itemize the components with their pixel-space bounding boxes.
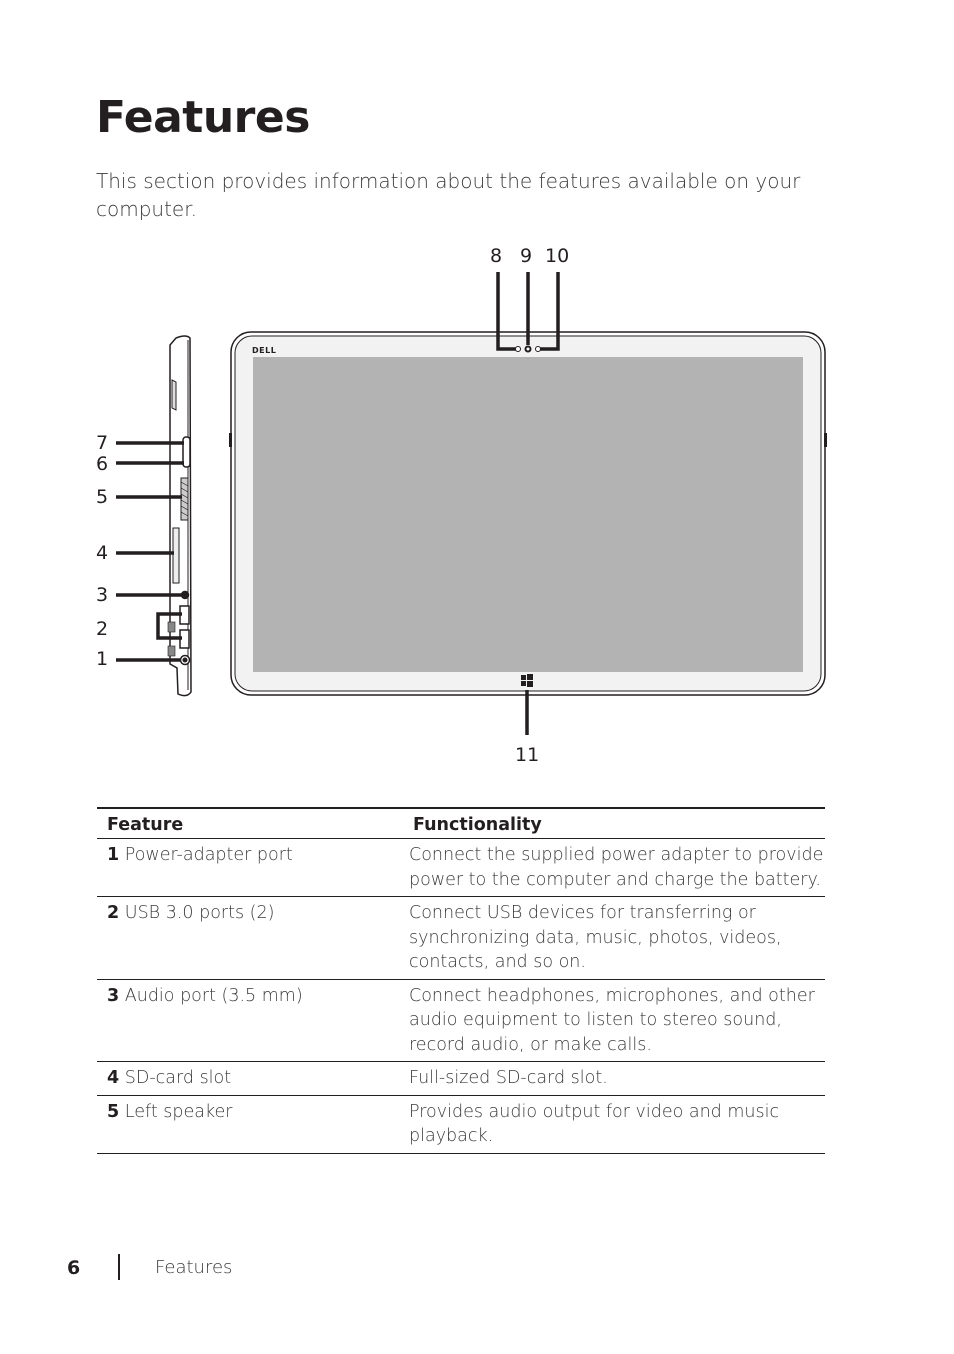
footer-section-label: Features: [155, 1257, 233, 1278]
feature-number: 5: [107, 1101, 120, 1122]
feature-cell: 5 Left speaker: [97, 1095, 403, 1154]
functionality-cell: Connect the supplied power adapter to pr…: [403, 838, 825, 897]
feature-number: 3: [107, 985, 120, 1006]
functionality-cell: Full-sized SD-card slot.: [403, 1061, 825, 1096]
table-row: 5 Left speaker Provides audio output for…: [97, 1095, 825, 1154]
functionality-cell: Connect USB devices for transferring or …: [403, 896, 825, 980]
callout-8: 8: [490, 245, 503, 267]
table-row: 1 Power-adapter port Connect the supplie…: [97, 838, 825, 897]
camera-status-light: [535, 346, 541, 352]
callout-11: 11: [515, 744, 540, 766]
display-screen: [253, 357, 803, 672]
feature-cell: 4 SD-card slot: [97, 1061, 403, 1096]
feature-name: USB 3.0 ports (2): [124, 903, 275, 923]
page-number: 6: [67, 1257, 81, 1279]
header-feature: Feature: [97, 807, 403, 839]
functionality-cell: Connect headphones, microphones, and oth…: [403, 979, 825, 1062]
footer-divider: [118, 1254, 120, 1280]
callout-2: 2: [96, 618, 109, 640]
callout-6: 6: [96, 453, 109, 475]
callout-5: 5: [96, 486, 109, 508]
header-functionality: Functionality: [403, 807, 825, 839]
feature-cell: 3 Audio port (3.5 mm): [97, 979, 403, 1062]
front-callout-lines: [496, 272, 560, 735]
windows-logo-icon: [521, 674, 533, 687]
callout-9: 9: [520, 245, 533, 267]
feature-cell: 1 Power-adapter port: [97, 838, 403, 897]
table-row: 3 Audio port (3.5 mm) Connect headphones…: [97, 979, 825, 1062]
functionality-cell: Provides audio output for video and musi…: [403, 1095, 825, 1154]
table-row: 4 SD-card slot Full-sized SD-card slot.: [97, 1061, 825, 1096]
device-figure: DELL 7 6 5 4 3 2 1 8 9 10 11: [96, 245, 827, 766]
features-table: Feature Functionality 1 Power-adapter po…: [97, 807, 825, 1154]
page-title: Features: [96, 92, 310, 143]
tablet-front-view: DELL: [229, 331, 827, 696]
callout-1: 1: [96, 648, 109, 670]
feature-name: Left speaker: [124, 1101, 233, 1122]
table-row: 2 USB 3.0 ports (2) Connect USB devices …: [97, 896, 825, 980]
feature-name: SD-card slot: [124, 1068, 232, 1088]
callout-7: 7: [96, 432, 109, 454]
feature-number: 1: [107, 845, 120, 865]
feature-cell: 2 USB 3.0 ports (2): [97, 896, 403, 980]
table-header-row: Feature Functionality: [97, 807, 825, 839]
feature-name: Audio port (3.5 mm): [124, 985, 303, 1006]
callout-4: 4: [96, 542, 109, 564]
tablet-side-view: [167, 335, 192, 697]
side-callout-lines: [116, 441, 184, 662]
feature-name: Power-adapter port: [124, 845, 293, 865]
intro-paragraph: This section provides information about …: [96, 169, 801, 221]
light-sensor: [515, 346, 521, 352]
callout-10: 10: [545, 245, 570, 267]
device-illustration: DELL: [116, 272, 827, 735]
dell-logo: DELL: [252, 346, 276, 355]
feature-number: 2: [107, 903, 120, 923]
callout-3: 3: [96, 584, 109, 606]
feature-number: 4: [107, 1068, 120, 1088]
